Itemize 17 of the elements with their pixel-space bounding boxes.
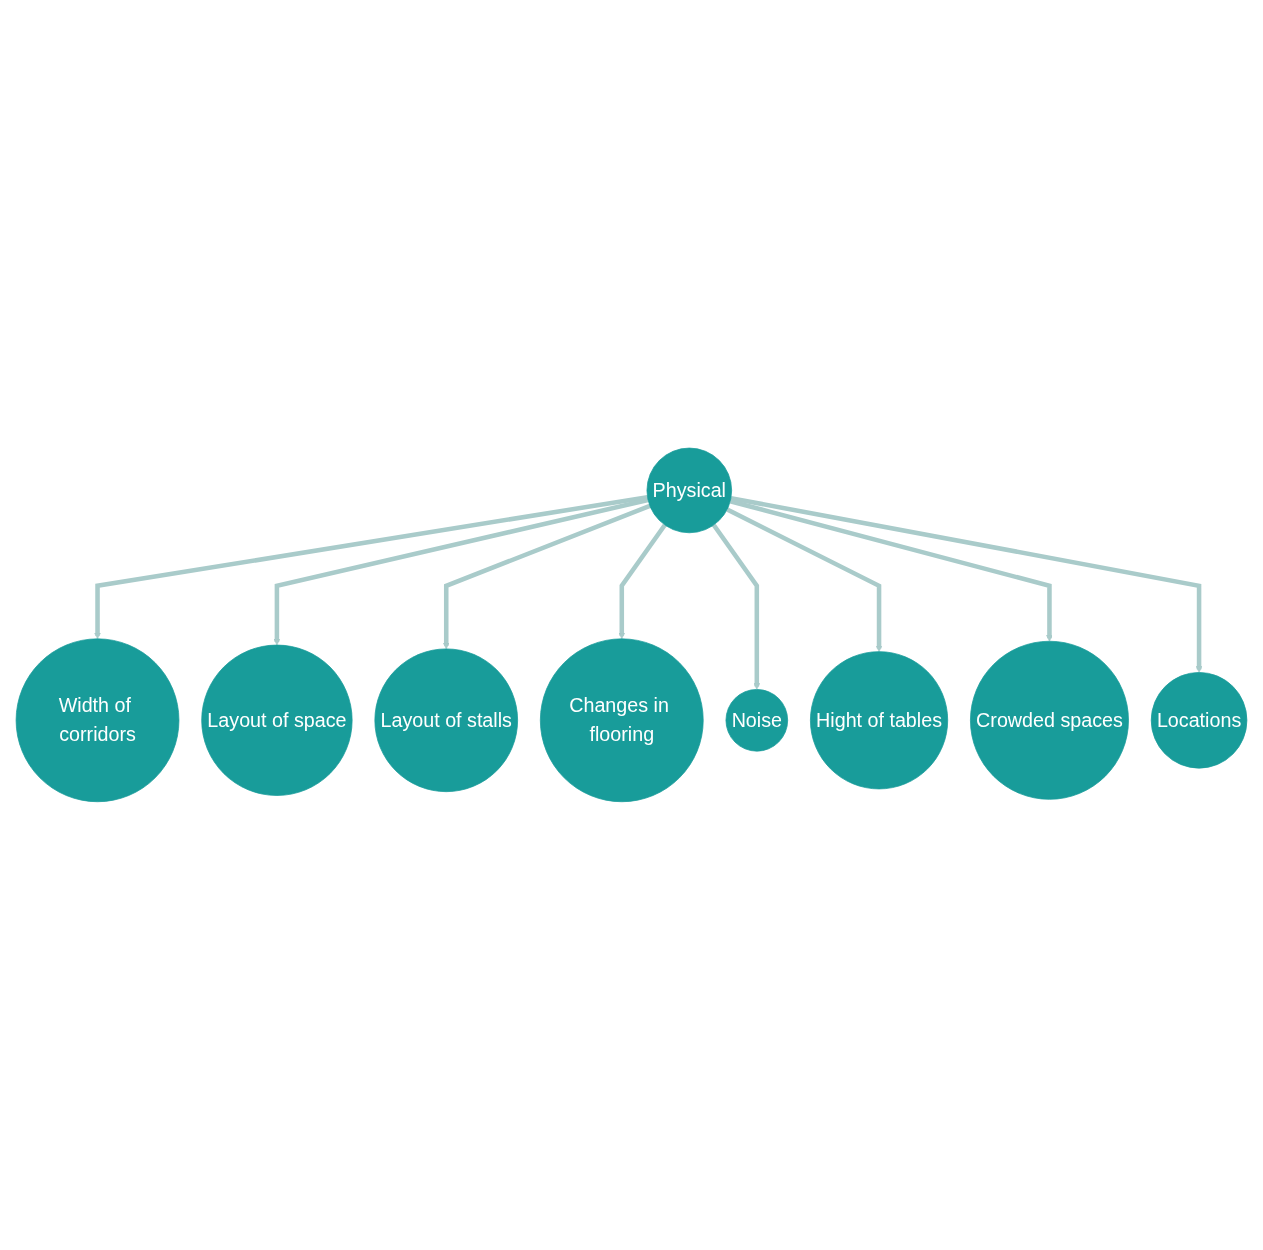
node-circle: Locations (1150, 672, 1248, 769)
node-circle: Layout of stalls (374, 648, 518, 793)
arrow (711, 523, 761, 690)
arrow (730, 496, 1203, 673)
node-circle: Layout of space (201, 644, 353, 796)
node-circle: Crowded spaces (970, 640, 1129, 800)
node-circle: Noise (725, 689, 789, 752)
arrow (273, 497, 649, 646)
node-circle: Width of corridors (15, 638, 180, 803)
node-circle: Physical (646, 447, 733, 534)
arrow (729, 499, 1053, 642)
arrow (442, 503, 651, 650)
node-circle: Hight of tables (810, 651, 949, 790)
node-circle: Changes in flooring (539, 638, 704, 803)
arrow (94, 495, 648, 640)
arrow (618, 523, 667, 640)
arrow (726, 507, 883, 653)
